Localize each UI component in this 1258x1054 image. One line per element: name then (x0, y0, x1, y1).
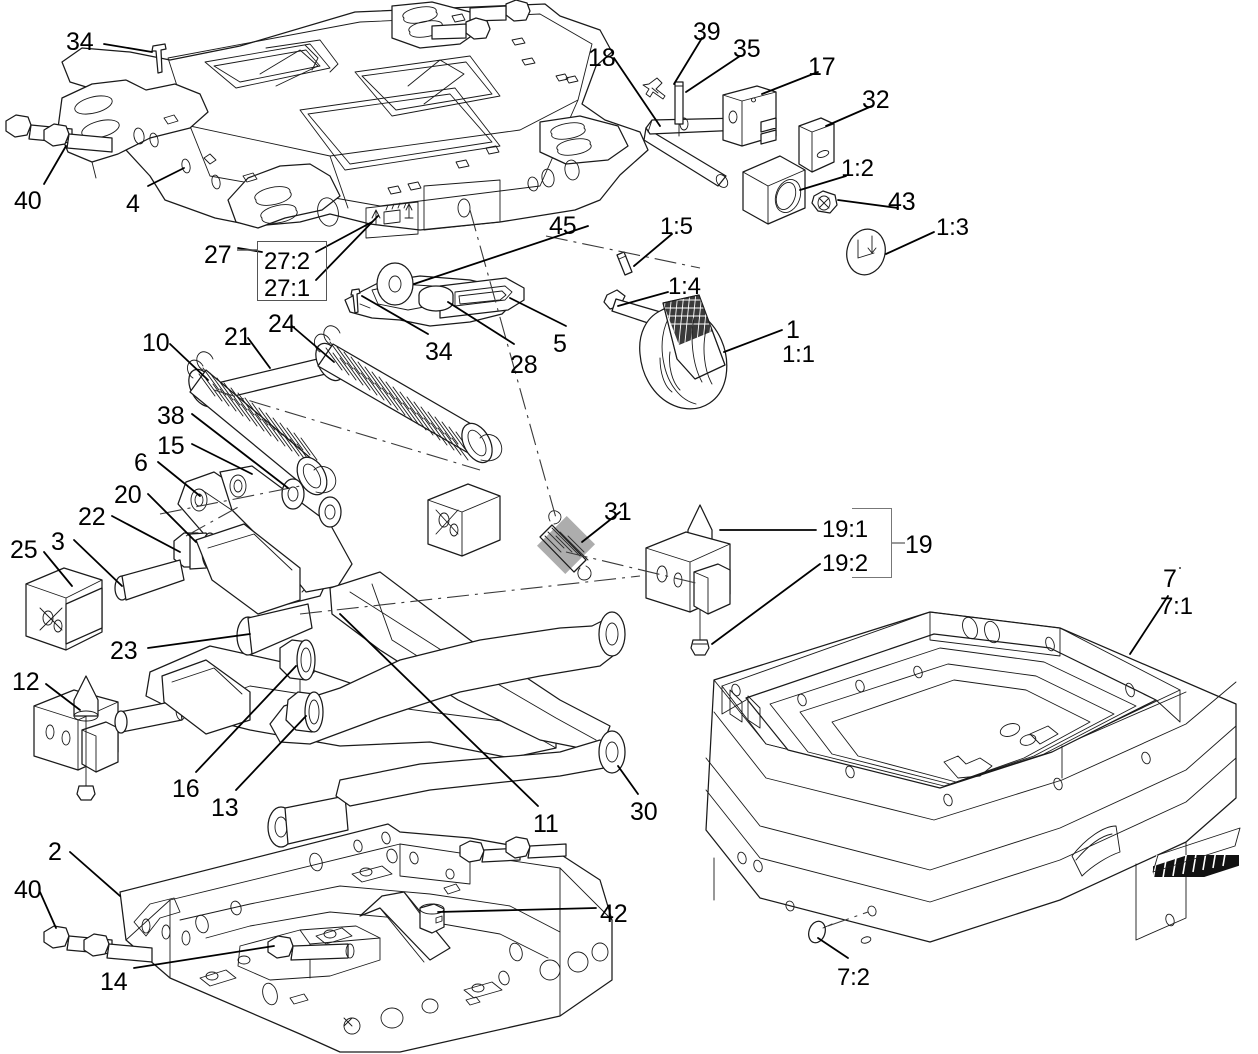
lever-decal-13-art (846, 228, 886, 276)
callout-24: 24 (268, 310, 296, 338)
callout-34: 34 (66, 28, 94, 56)
callout-1-3: 1:3 (936, 214, 969, 241)
grip-cap-32-art (798, 117, 835, 173)
callout-32: 32 (862, 86, 890, 114)
clevis-pin-35-art (674, 81, 684, 137)
callout-23: 23 (110, 637, 138, 665)
cable-clamp-17-art (722, 85, 777, 147)
spring-assembly-art (187, 325, 503, 496)
group-bracket-27 (257, 241, 327, 301)
callout-2: 2 (48, 838, 62, 866)
return-spring-31-art (537, 510, 595, 581)
callout-16: 16 (172, 775, 200, 803)
callout-42: 42 (600, 900, 628, 928)
callout-19-2: 19:2 (822, 550, 868, 577)
fastener-top-right (431, 0, 531, 40)
lower-base-plate-art (43, 823, 613, 1053)
callout-7: 7 (1163, 565, 1177, 593)
callout-3: 3 (51, 528, 65, 556)
callout-6: 6 (134, 449, 148, 477)
bumper-assembly-19-art (645, 504, 731, 656)
callout-20: 20 (114, 481, 142, 509)
callout-19-1: 19:1 (822, 516, 868, 543)
callout-21: 21 (224, 323, 252, 351)
callout-35: 35 (733, 35, 761, 63)
callout-39: 39 (693, 18, 721, 46)
actuator-rod-art (643, 117, 743, 188)
callout-10: 10 (142, 329, 170, 357)
cotter-pin-39-art (642, 77, 666, 100)
callout-11: 11 (533, 810, 559, 838)
callout-31: 31 (604, 498, 632, 526)
callout-40: 40 (14, 876, 42, 904)
callout-22: 22 (78, 503, 106, 531)
upper-seat-frame-art (57, 1, 649, 239)
callout-4: 4 (126, 190, 140, 218)
callout-17: 17 (808, 53, 836, 81)
callout-19: 19 (905, 531, 933, 559)
callout-34: 34 (425, 338, 453, 366)
callout-5: 5 (553, 330, 567, 358)
callout-40: 40 (14, 187, 42, 215)
latch-plate-art (344, 262, 525, 327)
callout-27-1: 27:1 (264, 275, 310, 302)
callout-18: 18 (588, 44, 616, 72)
fastener-34-top (151, 43, 167, 74)
callout-1-5: 1:5 (660, 213, 693, 240)
callout-13: 13 (211, 794, 239, 822)
scissor-mechanism-art (25, 465, 626, 848)
callout-30: 30 (630, 798, 658, 826)
callout-12: 12 (12, 668, 40, 696)
callout-28: 28 (510, 351, 538, 379)
group-bracket-19 (852, 508, 892, 578)
callout-1-1: 1:1 (782, 341, 815, 368)
fastener-40-top (5, 114, 113, 153)
seat-pan-plug-art (808, 905, 877, 944)
callout-1-4: 1:4 (668, 273, 701, 300)
lever-assembly-art (603, 251, 728, 410)
callout-7-2: 7:2 (837, 964, 870, 991)
callout-14: 14 (100, 968, 128, 996)
lever-sleeve-12-art (742, 155, 806, 225)
leader-lines (39, 37, 1181, 969)
callout-15: 15 (157, 432, 185, 460)
callout-38: 38 (157, 402, 185, 430)
callout-43: 43 (888, 188, 916, 216)
callout-45: 45 (549, 212, 577, 240)
callout-27-2: 27:2 (264, 248, 310, 275)
lock-nut-43-art (811, 190, 838, 214)
callout-25: 25 (10, 536, 38, 564)
seat-pan-art (705, 611, 1241, 944)
callout-1-2: 1:2 (841, 155, 874, 182)
callout-27: 27 (204, 241, 232, 269)
callout-7-1: 7:1 (1160, 593, 1193, 620)
callout-1: 1 (786, 316, 800, 344)
